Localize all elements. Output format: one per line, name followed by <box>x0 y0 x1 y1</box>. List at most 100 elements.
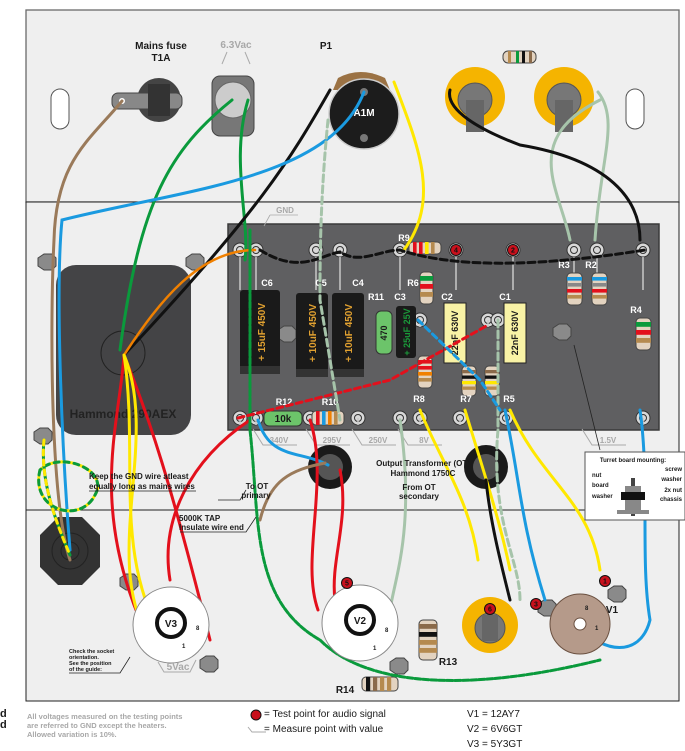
test-point-number: 5 <box>345 581 349 588</box>
p1-label: P1 <box>320 41 333 52</box>
tube-list-v3: V3 = 5Y3GT <box>467 739 523 750</box>
to-ot-primary-line1: To OT <box>246 482 269 491</box>
measure-point-labels: 340V 295V 250V 8V 1.5V <box>252 428 626 446</box>
measure-value: 295V <box>323 436 342 445</box>
r6-label: R6 <box>407 278 419 288</box>
test-point: 2 <box>507 244 519 256</box>
power-transformer-label: Hammond 290AEX <box>70 407 177 421</box>
tube-list-v1: V1 = 12AY7 <box>467 709 520 720</box>
r7-label: R7 <box>460 394 472 404</box>
tube-socket-v1 <box>549 593 611 655</box>
v1-pin1-label: 1 <box>595 626 599 632</box>
c4-label: C4 <box>352 278 364 288</box>
test-point-number: 6 <box>488 607 492 614</box>
c5-value: + 10uF 450V <box>308 304 319 362</box>
c6-label: C6 <box>261 278 273 288</box>
r12-value: 10k <box>275 414 292 425</box>
socket-note-line2: orientation. <box>69 655 99 661</box>
legend-measure-point: = Measure point with value <box>264 724 384 735</box>
ot-label-line1: Output Transformer (OT) <box>376 459 470 468</box>
r3-label: R3 <box>558 260 570 270</box>
to-ot-primary-line2: primary <box>241 491 271 500</box>
voltage-note-line2: are referred to GND except the heaters. <box>27 721 167 730</box>
measure-point-legend-icon <box>247 726 266 733</box>
tube-socket-v2 <box>321 584 399 662</box>
rectifier-voltage-label: 5Vac <box>167 662 190 673</box>
test-points: 2 4 5 1 3 6 <box>341 244 611 615</box>
inset-label-2x-nut: 2x nut <box>664 488 682 494</box>
inset-label-chassis: chassis <box>660 497 683 503</box>
output-jack <box>462 597 518 653</box>
measure-point: 250V <box>351 428 396 446</box>
v1-label: V1 <box>606 605 619 616</box>
measure-point: 1.5V <box>581 428 626 446</box>
capacitor-c5 <box>296 293 328 377</box>
resistor-r4 <box>635 317 652 351</box>
measure-value: 1.5V <box>600 436 617 445</box>
gnd-label: GND <box>276 206 294 215</box>
measure-value: 8V <box>419 436 429 445</box>
test-point-legend-icon <box>250 709 262 721</box>
tap-note-line1: 5000K TAP <box>179 514 221 523</box>
r9-label: R9 <box>398 233 410 243</box>
inset-label-board: board <box>592 483 609 489</box>
v3-pin1-label: 1 <box>182 644 186 650</box>
resistor-r10 <box>311 410 345 426</box>
resistor-r11 <box>375 310 393 355</box>
capacitor-c1 <box>503 302 527 364</box>
potentiometer-p1 <box>328 72 400 150</box>
fuse-holder <box>111 78 183 122</box>
r4-label: R4 <box>630 305 642 315</box>
cut-off-text-1: d <box>0 708 7 720</box>
legend-test-point: = Test point for audio signal <box>264 709 386 720</box>
p1-value-label: A1M <box>353 108 374 119</box>
test-point: 3 <box>530 598 542 610</box>
v2-pin1-label: 1 <box>373 646 377 652</box>
resistor-r6 <box>419 271 434 305</box>
resistor-r9 <box>408 241 442 255</box>
mounting-slot-left <box>50 88 70 130</box>
socket-note-line3: See the position <box>69 661 112 667</box>
fuse-rating-label: T1A <box>152 53 171 64</box>
tube-socket-v3 <box>132 586 210 664</box>
resistor-r1 <box>502 50 537 64</box>
tap-note-line2: Insulate wire end <box>179 523 244 532</box>
turret-mounting-inset <box>584 451 685 521</box>
r10-label: R10 <box>322 397 339 407</box>
resistor-r12 <box>263 410 303 427</box>
v3-pin8-label: 8 <box>196 626 200 632</box>
r12-label: R12 <box>276 397 293 407</box>
turret-post <box>350 410 366 426</box>
gnd-note-line1: Keep the GND wire atleast <box>89 472 189 481</box>
v2-pin8-label: 8 <box>385 628 389 634</box>
test-point: 5 <box>341 577 353 589</box>
v3-label: V3 <box>165 619 178 630</box>
voltage-note-line1: All voltages measured on the testing poi… <box>27 712 183 721</box>
ot-primary-grommet <box>308 445 352 489</box>
measure-value: 340V <box>270 436 289 445</box>
r2-label: R2 <box>585 260 597 270</box>
tube-list-v2: V2 = 6V6GT <box>467 724 523 735</box>
inset-label-washer-right: washer <box>660 477 682 483</box>
cut-off-text-2: d <box>0 719 7 731</box>
measure-point: 340V <box>252 428 297 446</box>
heater-voltage-label: 6.3Vac <box>220 40 252 51</box>
test-point-number: 3 <box>534 602 538 609</box>
c3-label: C3 <box>394 292 406 302</box>
ot-label-line2: Hammond 1750C <box>391 469 456 478</box>
r8-label: R8 <box>413 394 425 404</box>
measure-value: 250V <box>369 436 388 445</box>
test-point-number: 1 <box>603 579 607 586</box>
test-point: 4 <box>450 244 462 256</box>
socket-note-line1: Check the socket <box>69 649 114 655</box>
resistor-r14 <box>361 676 399 692</box>
from-ot-secondary-line2: secondary <box>399 492 440 501</box>
r11-label: R11 <box>368 292 384 302</box>
c2-value: 22nF 630V <box>450 311 460 356</box>
v2-label: V2 <box>354 616 367 627</box>
resistor-r3 <box>566 272 583 306</box>
turret-post <box>232 242 248 290</box>
c6-value: + 15uF 450V <box>257 303 268 361</box>
r11-value: 470 <box>379 325 389 340</box>
